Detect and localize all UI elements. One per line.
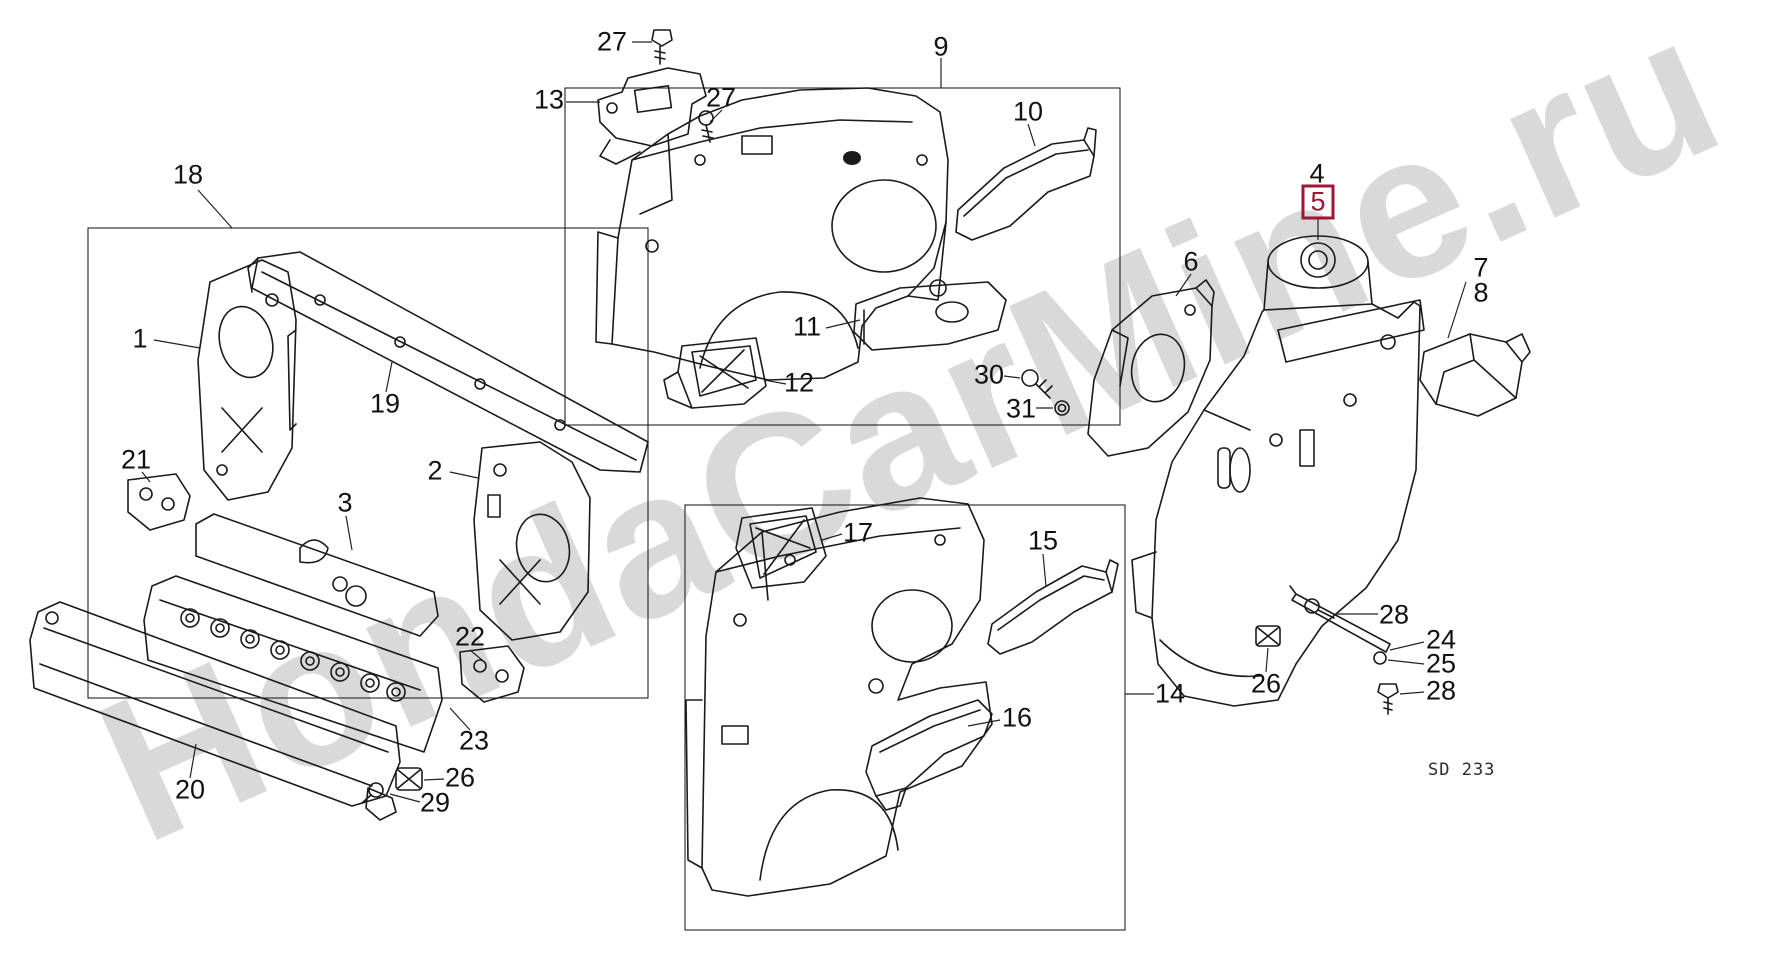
right-side-panel-part2 (473, 441, 591, 641)
part-callout-4[interactable]: 4 (1309, 158, 1325, 189)
part-callout-24[interactable]: 24 (1425, 624, 1457, 655)
strut-tower-part4-5 (1263, 235, 1425, 363)
lower-wheelhouse-part14 (685, 497, 993, 897)
part-callout-30[interactable]: 30 (973, 359, 1005, 390)
front-lower-panel-part20 (29, 601, 401, 821)
part-callout-16[interactable]: 16 (1001, 702, 1033, 733)
part-callout-13[interactable]: 13 (533, 84, 565, 115)
nut-part31 (1054, 400, 1070, 416)
stud-part24 (1289, 585, 1391, 653)
part-callout-8[interactable]: 8 (1473, 277, 1489, 308)
part-callout-7[interactable]: 7 (1473, 252, 1489, 283)
part-callout-23[interactable]: 23 (458, 725, 490, 756)
diagram-code: SD 233 (1428, 760, 1496, 780)
part-callout-14[interactable]: 14 (1154, 678, 1186, 709)
part-callout-10[interactable]: 10 (1012, 96, 1044, 127)
part-callout-6[interactable]: 6 (1183, 246, 1199, 277)
part-callout-31[interactable]: 31 (1005, 393, 1037, 424)
part-callout-12[interactable]: 12 (783, 367, 815, 398)
part-callout-19[interactable]: 19 (369, 388, 401, 419)
center-support-part3 (195, 513, 439, 637)
bolt-part30 (1021, 369, 1053, 399)
bracket-part21 (127, 473, 191, 531)
bolt-part28-lower (1377, 683, 1399, 715)
part-callout-5[interactable]: 5 (1301, 184, 1335, 220)
part-callout-20[interactable]: 20 (174, 774, 206, 805)
part-callout-9[interactable]: 9 (933, 31, 949, 62)
frame-rail-part10 (955, 127, 1097, 241)
part-callout-28[interactable]: 28 (1425, 675, 1457, 706)
bracket-part12 (663, 337, 767, 409)
part-callout-11[interactable]: 11 (792, 311, 822, 342)
right-wheelhouse-panel (1131, 301, 1421, 707)
rail-part15 (987, 559, 1119, 655)
bracket-part22 (459, 645, 525, 703)
bracket-part7-8 (1419, 333, 1531, 417)
part-callout-2[interactable]: 2 (427, 455, 443, 486)
part-callout-22[interactable]: 22 (454, 621, 486, 652)
part-callout-1[interactable]: 1 (132, 323, 148, 354)
upper-crossmember-part19 (247, 251, 649, 473)
part-callout-26[interactable]: 26 (444, 762, 476, 793)
splash-shield-part6 (1087, 279, 1215, 457)
bolt-part27-lower (698, 110, 714, 143)
clip-part26-right (1255, 625, 1281, 647)
bracket-part11 (853, 281, 1007, 351)
part-callout-18[interactable]: 18 (172, 159, 204, 190)
part-callout-27[interactable]: 27 (596, 26, 628, 57)
part-callout-3[interactable]: 3 (337, 487, 353, 518)
left-side-panel-part1 (197, 259, 297, 501)
front-wheelhouse-part9 (595, 87, 949, 381)
nut-part25 (1373, 651, 1387, 665)
lower-crossmember-part23 (143, 575, 443, 753)
part-callout-26[interactable]: 26 (1250, 668, 1282, 699)
part-callout-17[interactable]: 17 (842, 517, 874, 548)
part-callout-15[interactable]: 15 (1027, 525, 1059, 556)
bracket-part13 (597, 67, 707, 165)
part-callout-27[interactable]: 27 (705, 82, 737, 113)
bracket-part16 (865, 699, 993, 811)
screw-part29 (361, 782, 384, 804)
part-callout-25[interactable]: 25 (1425, 648, 1457, 679)
part-callout-29[interactable]: 29 (419, 787, 451, 818)
leader-lines (141, 41, 1467, 803)
grommet-part26-left (395, 767, 423, 791)
part-callout-28[interactable]: 28 (1378, 599, 1410, 630)
part-callout-21[interactable]: 21 (120, 444, 152, 475)
bolt-part27-top (651, 29, 673, 65)
